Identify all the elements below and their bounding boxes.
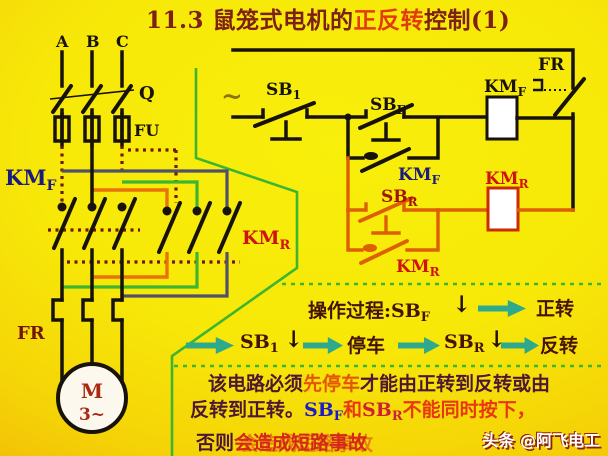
- note-orange-text: 先停车: [303, 373, 361, 395]
- sbr-label: SBR: [381, 187, 419, 209]
- motor: M 3~: [56, 318, 128, 434]
- phase-a-label: A: [55, 32, 69, 51]
- switch-q-label: Q: [139, 83, 155, 104]
- ac-source-symbol: ~: [221, 82, 243, 112]
- flow-sbr: SBR: [444, 331, 485, 356]
- kmr-main-contacts: KMR: [157, 201, 291, 254]
- flow-heading: 操作过程:SBF: [308, 300, 431, 325]
- kmf-main-label: KMF: [5, 165, 57, 194]
- kmr-coil-label: KMR: [485, 169, 530, 191]
- flow-reverse: 反转: [540, 335, 579, 357]
- reverse-branch: SBR KMR KMR: [346, 156, 575, 279]
- down-arrow: ↓: [452, 291, 472, 318]
- fuse-fu-label: FU: [134, 121, 159, 140]
- fr-nc-contact: FR: [533, 55, 586, 117]
- kmf-coil-label: KMF: [484, 77, 527, 99]
- flow-forward: 正转: [536, 298, 575, 320]
- fr-thermal-elements: FR: [17, 298, 124, 344]
- flow-stop: 停车: [347, 335, 386, 357]
- note-dark-text: 否则: [196, 432, 235, 454]
- down-arrow: ↓: [284, 326, 304, 353]
- sb1-stop-button: SB1: [231, 80, 350, 141]
- title-suffix: 控制(1): [424, 7, 511, 34]
- main-power-circuit: A B C Q FU: [5, 32, 291, 434]
- kmf-aux-label: KMF: [398, 165, 441, 187]
- note-ghost-text: 会造成短路事故: [234, 432, 368, 454]
- note-sbf: SBF: [304, 399, 344, 424]
- page-title: 11.3 鼠笼式电机的正反转控制(1): [146, 1, 510, 35]
- note-text: 该电路必须先停车才能由正转到反转或由 反转到正转。SBF和SBR不能同时按下， …: [190, 371, 604, 456]
- motor-type: 3~: [79, 405, 105, 425]
- kmf-coil: KMF: [484, 77, 575, 141]
- fr-control-label: FR: [538, 55, 565, 75]
- control-circuit: FR ~ SB1 S: [221, 48, 586, 279]
- knife-switch-q: Q: [49, 83, 155, 118]
- sbf-label: SBF: [370, 95, 406, 117]
- sbf-forward-button: SBF: [346, 95, 489, 142]
- note-sbr: SBR: [362, 399, 403, 424]
- flow-sb1: SB1: [240, 331, 279, 356]
- note-line-2: 反转到正转。SBF和SBR不能同时按下，: [190, 397, 604, 430]
- motor-letter: M: [81, 379, 103, 403]
- phase-swap-wires: [62, 169, 229, 298]
- note-line-1: 该电路必须先停车才能由正转到反转或由: [190, 371, 604, 397]
- note-dark-text: 才能由正转到反转或由: [360, 373, 551, 395]
- watermark: 头条 @阿飞电工: [482, 431, 600, 450]
- kmr-main-label: KMR: [242, 227, 291, 253]
- fuses-fu: FU: [53, 112, 159, 148]
- note-and: 和: [343, 399, 363, 421]
- kmr-aux-label: KMR: [396, 257, 441, 279]
- title-prefix: 11.3 鼠笼式电机的: [146, 7, 354, 34]
- phase-c-label: C: [116, 32, 129, 51]
- note-line-3: 否则会造成短路事故: [190, 430, 604, 456]
- note-dark-text: 该电路必须: [208, 373, 304, 395]
- fr-main-label: FR: [17, 323, 46, 344]
- kmf-main-contacts: KMF: [5, 143, 137, 302]
- title-highlight: 正反转: [353, 7, 425, 34]
- note-red-text: 不能同时按下，: [402, 399, 536, 421]
- note-dark-text: 反转到正转。: [190, 399, 305, 421]
- section-boundary: [170, 68, 606, 456]
- phase-b-label: B: [86, 32, 100, 51]
- kmf-holding-contact: KMF: [346, 115, 441, 187]
- sb1-label: SB1: [266, 80, 301, 102]
